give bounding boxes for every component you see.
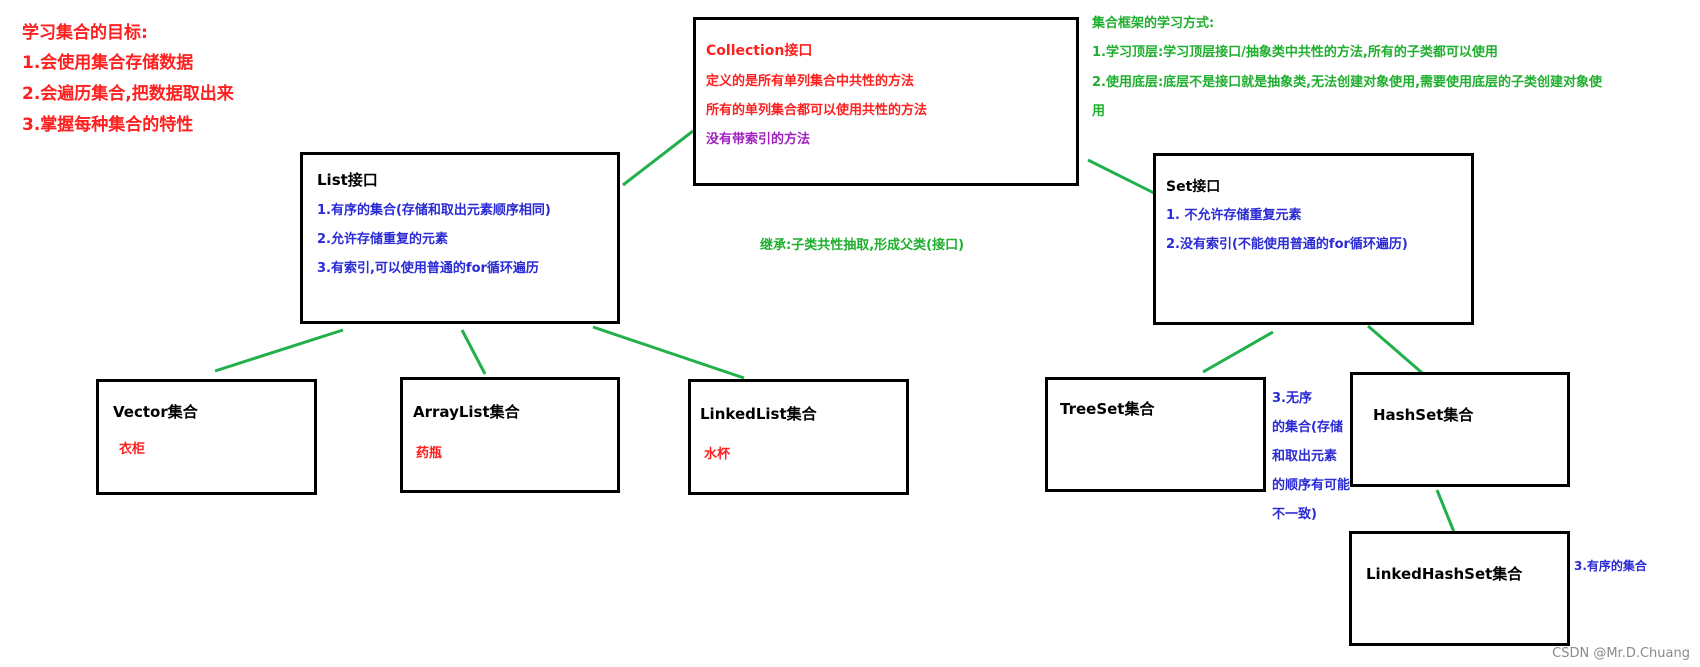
goal-item: 1.会使用集合存储数据 (22, 53, 194, 73)
treeset-box: TreeSet集合 (1045, 377, 1266, 492)
ordered-note: 3.有序的集合 (1574, 559, 1647, 573)
line-list-arraylist (460, 329, 487, 375)
line-collection-set (1087, 158, 1161, 198)
list-interface-box: List接口 1.有序的集合(存储和取出元素顺序相同) 2.允许存储重复的元素 … (300, 152, 620, 324)
unordered-note-line: 的顺序有可能 (1272, 478, 1351, 493)
collection-desc: 所有的单列集合都可以使用共性的方法 (706, 103, 928, 118)
collection-desc: 定义的是所有单列集合中共性的方法 (706, 74, 915, 89)
treeset-title: TreeSet集合 (1060, 400, 1155, 418)
learning-method-line: 1.学习顶层:学习顶层接口/抽象类中共性的方法,所有的子类都可以使用 (1092, 45, 1498, 60)
line-list-linkedlist (592, 325, 745, 380)
linkedlist-note: 水杯 (704, 447, 731, 462)
learning-method-line: 2.使用底层:底层不是接口就是抽象类,无法创建对象使用,需要使用底层的子类创建对… (1092, 75, 1603, 90)
arraylist-title: ArrayList集合 (413, 403, 520, 421)
learning-method-line: 用 (1092, 104, 1106, 119)
collection-interface-box: Collection接口 定义的是所有单列集合中共性的方法 所有的单列集合都可以… (693, 17, 1079, 186)
line-hashset-linkedhashset (1435, 489, 1456, 533)
linkedhashset-box: LinkedHashSet集合 (1349, 531, 1570, 646)
collection-desc: 没有带索引的方法 (706, 132, 811, 147)
inheritance-note: 继承:子类共性抽取,形成父类(接口) (760, 238, 965, 253)
set-interface-box: Set接口 1. 不允许存储重复元素 2.没有索引(不能使用普通的for循环遍历… (1153, 153, 1474, 325)
line-list-collection (622, 129, 694, 187)
hashset-title: HashSet集合 (1373, 406, 1474, 424)
watermark: CSDN @Mr.D.Chuang (1552, 646, 1690, 661)
learning-method-title: 集合框架的学习方式: (1092, 16, 1215, 31)
linkedlist-title: LinkedList集合 (700, 405, 817, 423)
unordered-note-line: 和取出元素 (1272, 449, 1338, 464)
linkedlist-box: LinkedList集合 水杯 (688, 379, 909, 495)
goal-item: 3.掌握每种集合的特性 (22, 115, 194, 135)
vector-title: Vector集合 (113, 403, 198, 421)
set-item: 2.没有索引(不能使用普通的for循环遍历) (1166, 237, 1408, 252)
line-set-treeset (1202, 330, 1274, 374)
unordered-note-line: 3.无序 (1272, 391, 1312, 406)
collection-title: Collection接口 (706, 43, 813, 59)
arraylist-note: 药瓶 (416, 446, 443, 461)
linkedhashset-title: LinkedHashSet集合 (1366, 565, 1523, 583)
line-list-vector (214, 328, 344, 373)
vector-note: 衣柜 (119, 442, 146, 457)
set-title: Set接口 (1166, 179, 1221, 195)
set-item: 1. 不允许存储重复元素 (1166, 208, 1302, 223)
goals-title: 学习集合的目标: (22, 23, 148, 43)
hashset-box: HashSet集合 (1350, 372, 1570, 487)
list-item: 3.有索引,可以使用普通的for循环遍历 (317, 261, 539, 276)
arraylist-box: ArrayList集合 药瓶 (400, 377, 620, 493)
list-item: 1.有序的集合(存储和取出元素顺序相同) (317, 203, 551, 218)
goal-item: 2.会遍历集合,把数据取出来 (22, 84, 234, 104)
list-item: 2.允许存储重复的元素 (317, 232, 448, 247)
vector-box: Vector集合 衣柜 (96, 379, 317, 495)
unordered-note-line: 不一致) (1272, 507, 1317, 522)
unordered-note-line: 的集合(存储 (1272, 420, 1343, 435)
list-title: List接口 (317, 171, 378, 189)
